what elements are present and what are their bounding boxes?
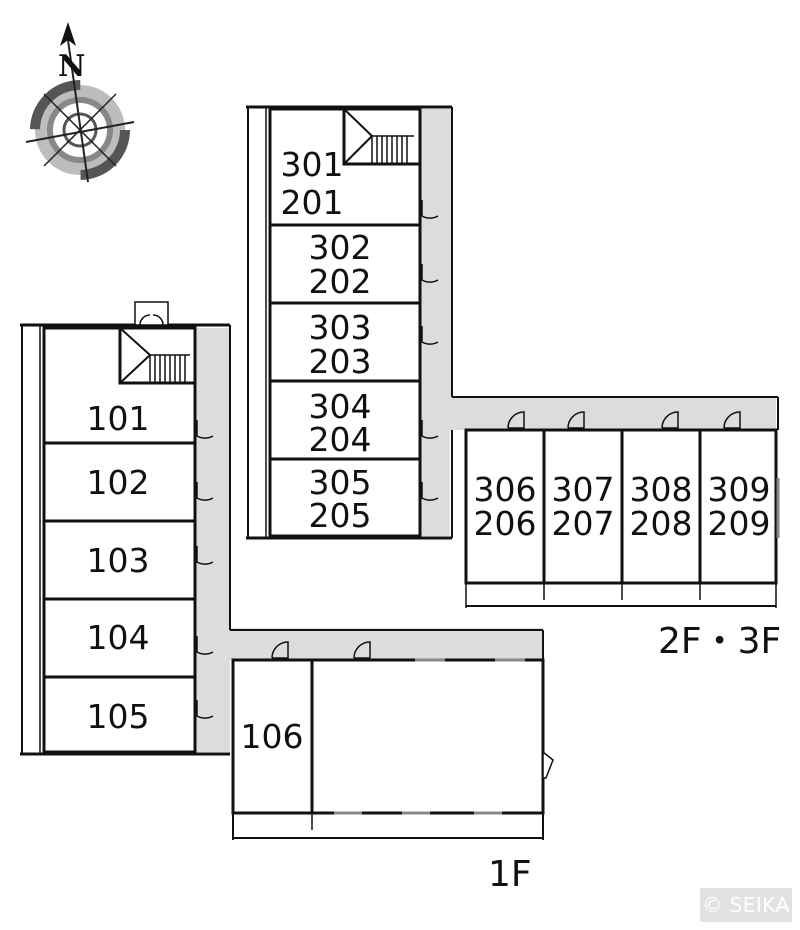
room-label-205: 205 [309, 496, 372, 535]
room-label-309: 309 [708, 470, 771, 509]
room-label-103: 103 [87, 541, 150, 580]
room-label-106: 106 [241, 717, 304, 756]
room-label-303: 303 [309, 308, 372, 347]
room-label-105: 105 [87, 697, 150, 736]
room-label-302: 302 [309, 228, 372, 267]
room-label-201: 201 [281, 183, 344, 222]
room-label-102: 102 [87, 463, 150, 502]
floor-label-1f: 1F [488, 854, 532, 895]
compass-icon [25, 22, 135, 183]
upper-floors-plan [246, 105, 780, 608]
floor-label-2f-3f: 2F・3F [658, 621, 781, 662]
room-label-207: 207 [552, 504, 615, 543]
room-label-104: 104 [87, 618, 150, 657]
north-label: N [58, 49, 85, 84]
room-label-206: 206 [474, 504, 537, 543]
room-label-204: 204 [309, 420, 372, 459]
copyright-badge: © SEIKA [700, 888, 792, 922]
room-label-305: 305 [309, 463, 372, 502]
room-label-304: 304 [309, 387, 372, 426]
room-label-202: 202 [309, 262, 372, 301]
room-label-306: 306 [474, 470, 537, 509]
room-label-208: 208 [630, 504, 693, 543]
room-label-209: 209 [708, 504, 771, 543]
ground-floor-plan [20, 301, 554, 840]
room-label-301: 301 [281, 145, 344, 184]
room-label-101: 101 [87, 399, 150, 438]
room-label-308: 308 [630, 470, 693, 509]
room-label-307: 307 [552, 470, 615, 509]
room-label-203: 203 [309, 342, 372, 381]
